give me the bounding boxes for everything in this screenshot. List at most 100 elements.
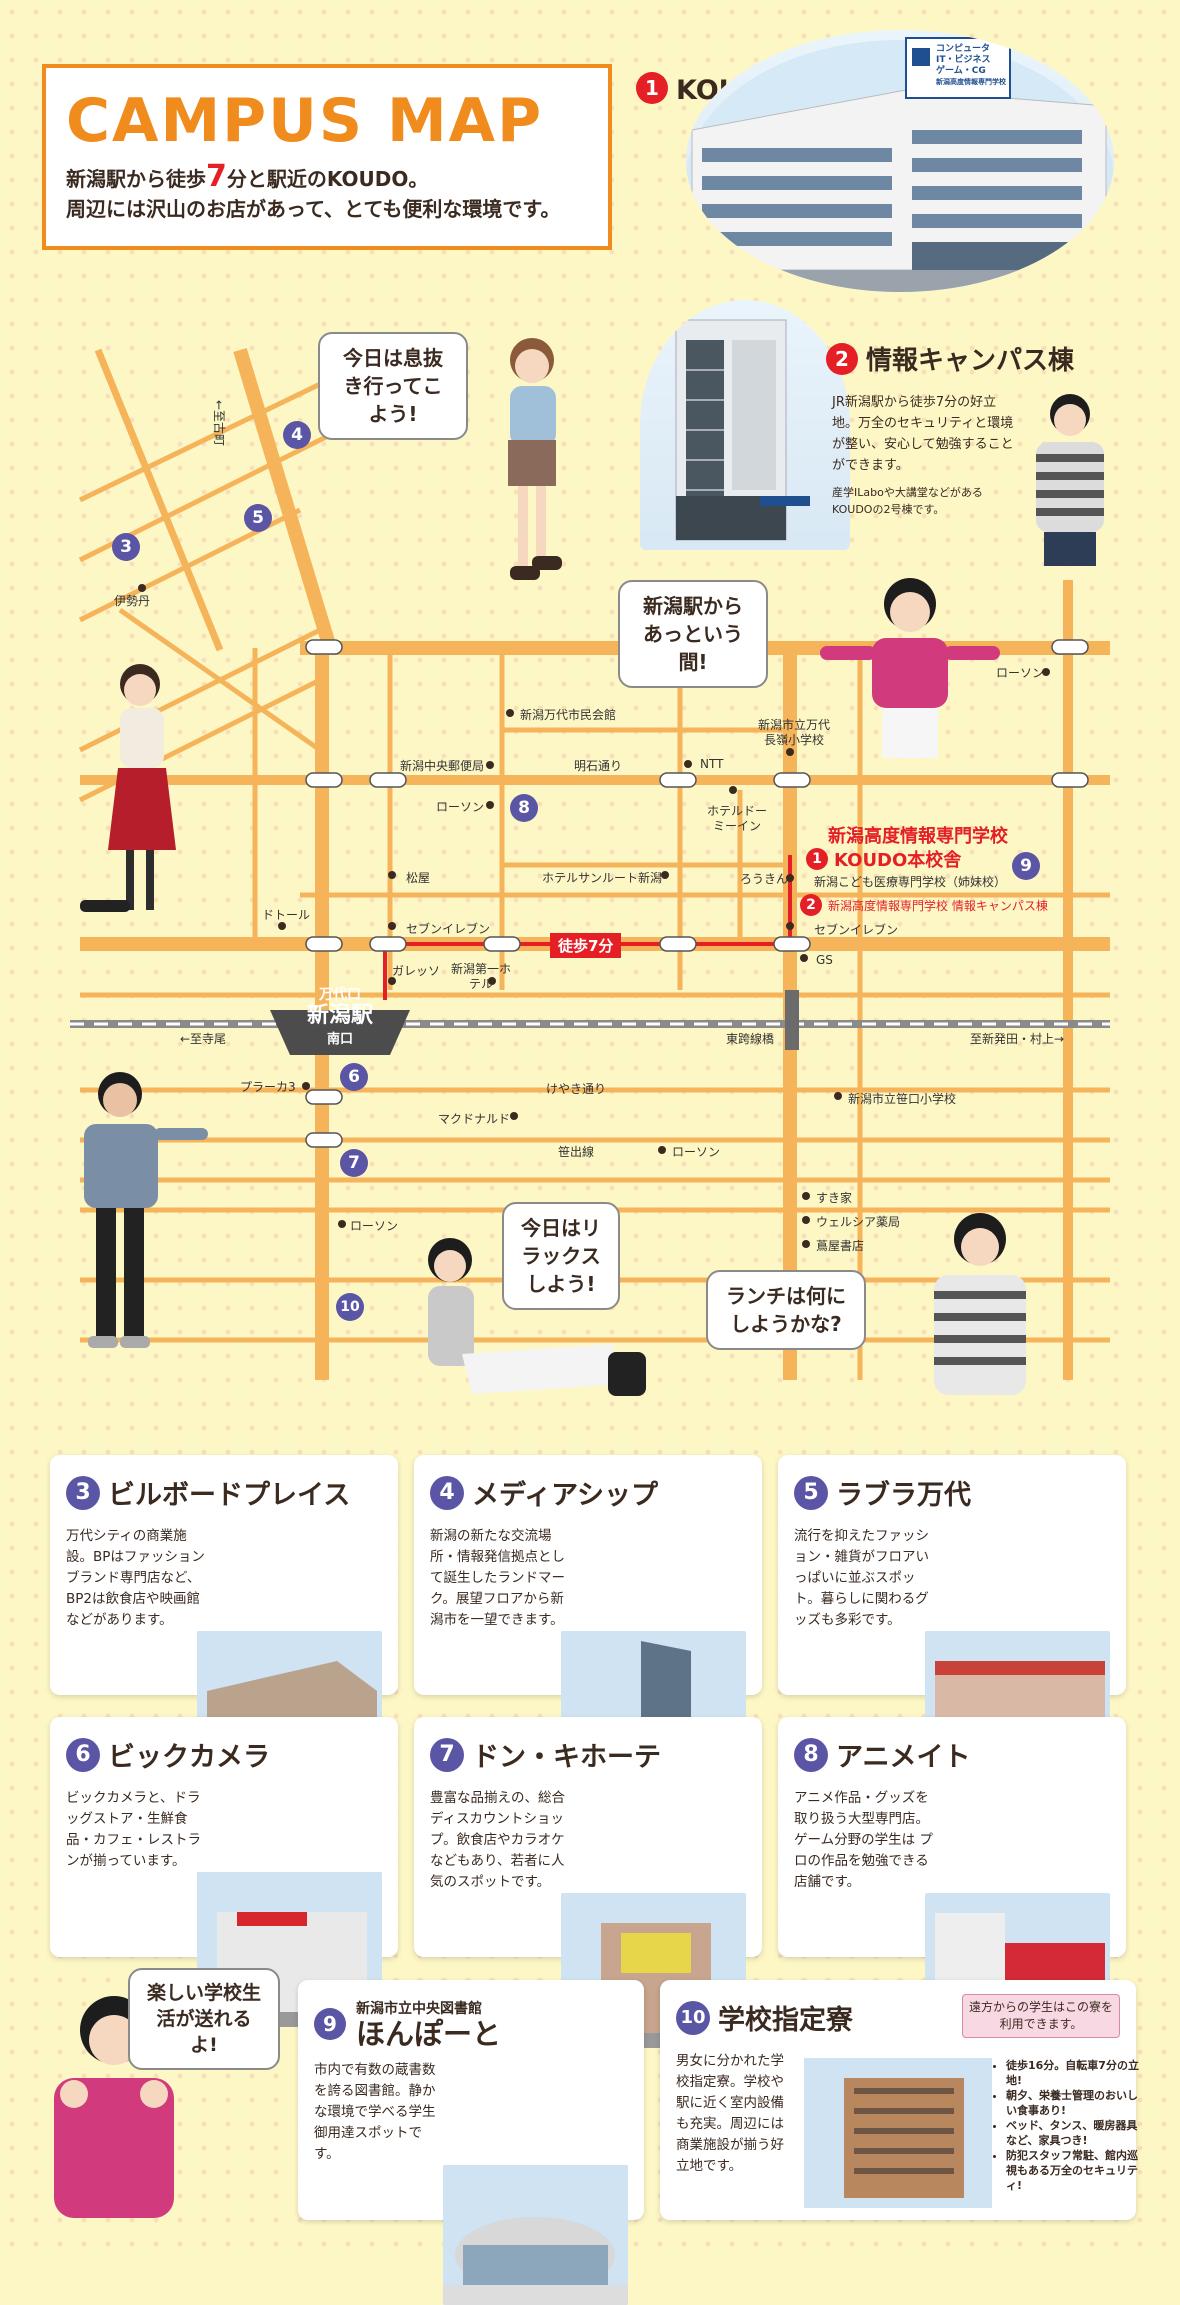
line1-post: 分と駅近のKOUDO。 xyxy=(226,167,429,191)
map-marker-3[interactable]: 3 xyxy=(112,533,140,561)
label-to-teradomari: ←至寺尾 xyxy=(180,1032,227,1046)
label-seven-1: セブンイレブン xyxy=(406,922,491,936)
label-doutor: ドトール xyxy=(262,908,311,922)
walk-7-min-badge: 徒歩7分 xyxy=(550,933,622,958)
label-bandai-hall: 新潟万代市民会館 xyxy=(520,708,617,722)
card-name: ドン・キホーテ xyxy=(472,1742,661,1773)
page-title: CAMPUS MAP xyxy=(66,86,544,156)
label-sukiya: すき家 xyxy=(816,1191,853,1205)
label-keyaki: けやき通り xyxy=(546,1082,607,1096)
label-lawson-1: ローソン xyxy=(996,666,1045,680)
station-bottom: 南口 xyxy=(326,1032,353,1047)
sign-line: ゲーム・CG xyxy=(936,66,986,76)
label-seven-2: セブンイレブン xyxy=(814,923,899,937)
map-marker-8[interactable]: 8 xyxy=(510,794,538,822)
label-to-koide: ←至古町 xyxy=(212,400,226,447)
label-bandai-elem: 新潟市立万代長嶺小学校 xyxy=(757,718,830,747)
map-marker-7[interactable]: 7 xyxy=(340,1149,368,1177)
label-akashi-st: 明石通り xyxy=(574,759,623,773)
label-garretsu: ガレッソ xyxy=(392,964,441,978)
student-girl-sitting xyxy=(428,1238,646,1396)
map-main-campus: 1 KOUDO本校舎 xyxy=(806,846,961,872)
bubble-fun-school-life: 楽しい学校生活が送れるよ! xyxy=(128,1968,280,2070)
main-campus-photo: コンピュータ IT・ビジネス ゲーム・CG 新潟高度情報専門学校 xyxy=(686,30,1114,292)
map-marker-5[interactable]: 5 xyxy=(244,504,272,532)
dorm-point: ベッド、タンス、暖房器具など、家具つき! xyxy=(1006,2118,1142,2148)
card-num: 9 xyxy=(314,2008,346,2040)
student-boy-striped xyxy=(1036,394,1104,566)
map-marker-4[interactable]: 4 xyxy=(283,421,311,449)
card-title: 7 ドン・キホーテ xyxy=(430,1735,746,1774)
label-to-shibata: 至新発田・村上→ xyxy=(970,1032,1065,1046)
poi-dots xyxy=(138,584,1050,1248)
header-line1: 新潟駅から徒歩7分と駅近のKOUDO。 xyxy=(66,162,588,194)
info-campus-building xyxy=(675,319,810,541)
sign-line: IT・ビジネス xyxy=(936,55,991,65)
card-animate[interactable]: 8 アニメイト アニメ作品・グッズを取り扱う大型専門店。ゲーム分野の学生は プロの… xyxy=(778,1717,1126,2048)
station-top: 万代口 xyxy=(319,987,361,1003)
student-girl-pink xyxy=(820,578,1000,758)
label-sasade: 笹出線 xyxy=(558,1145,595,1159)
card-num: 7 xyxy=(430,1737,464,1772)
label-lawson-3: ローソン xyxy=(672,1145,721,1159)
library-sub: 新潟市立中央図書館 xyxy=(356,2001,482,2017)
label-mcdonalds: マクドナルド xyxy=(438,1112,511,1126)
card-name: 学校指定寮 xyxy=(718,2005,853,2036)
label-gs: GS xyxy=(816,953,833,967)
map-campus-1-num: 1 xyxy=(806,848,828,870)
card-title: 8 アニメイト xyxy=(794,1735,1110,1774)
sign-line: コンピュータ xyxy=(936,44,991,54)
info-campus-heading: 2 情報キャンパス棟 xyxy=(826,340,1074,377)
map-marker-9[interactable]: 9 xyxy=(1012,852,1040,880)
map-marker-6[interactable]: 6 xyxy=(340,1063,368,1091)
bubble-lunch: ランチは何にしようかな? xyxy=(706,1270,866,1350)
card-library[interactable]: 9 新潟市立中央図書館 ほんぽーと 市内で有数の蔵書数を誇る図書館。静かな環境で… xyxy=(298,1980,644,2305)
line1-pre: 新潟駅から徒歩 xyxy=(66,167,206,191)
label-sasaguchi-elem: 新潟市立笹口小学校 xyxy=(848,1092,957,1106)
label-matsuya: 松屋 xyxy=(406,871,431,885)
label-hotel-sunroute: ホテルサンルート新潟 xyxy=(542,871,663,885)
card-name: ビックカメラ xyxy=(108,1742,270,1773)
header-line2: 周辺には沢山のお店があって、とても便利な環境です。 xyxy=(66,197,561,221)
info-campus-num: 2 xyxy=(826,342,858,375)
label-ntt: NTT xyxy=(700,757,724,771)
dorm-point: 朝夕、栄養士管理のおいしい食事あり! xyxy=(1006,2088,1142,2118)
card-desc: アニメ作品・グッズを取り扱う大型専門店。ゲーム分野の学生は プロの作品を勉強でき… xyxy=(794,1790,933,1890)
label-niigata-daiichi: 新潟第一ホテル xyxy=(450,962,511,991)
student-boy-denim xyxy=(84,1072,208,1348)
label-tsutaya: 蔦屋書店 xyxy=(816,1239,865,1253)
bridge-marker xyxy=(785,990,799,1050)
dorm-photo xyxy=(804,2058,992,2208)
map-info-campus: 2 新潟高度情報専門学校 情報キャンパス棟 xyxy=(800,894,1048,916)
dorm-point: 防犯スタッフ常駐、館内巡視もある万全のセキュリティ! xyxy=(1006,2148,1142,2193)
card-name: メディアシップ xyxy=(472,1480,659,1511)
label-isetan: 伊勢丹 xyxy=(114,594,151,608)
info-campus-name: 情報キャンパス棟 xyxy=(866,346,1075,376)
card-num: 8 xyxy=(794,1737,828,1772)
dorm-badge: 遠方からの学生はこの寮を利用できます。 xyxy=(962,1994,1120,2038)
sign-line: 新潟高度情報専門学校 xyxy=(936,78,1006,86)
label-rokin: ろうきん xyxy=(740,872,789,886)
station-sign: 万代口 新潟駅 南口 xyxy=(268,984,412,1047)
map-school-name: 新潟高度情報専門学校 xyxy=(828,826,1008,847)
station-block xyxy=(270,1010,410,1055)
card-num: 3 xyxy=(66,1475,100,1510)
map-marker-10[interactable]: 10 xyxy=(336,1293,364,1321)
library-photo xyxy=(443,2165,628,2305)
student-girl-thinking xyxy=(934,1213,1026,1395)
card-desc: 市内で有数の蔵書数を誇る図書館。静かな環境で学べる学生御用達スポットです。 xyxy=(314,2062,436,2162)
card-name: ラブラ万代 xyxy=(836,1480,971,1511)
card-desc: ビックカメラと、ドラッグストア・生鮮食品・カフェ・レストランが揃っています。 xyxy=(66,1790,201,1869)
library-name: ほんぽーと xyxy=(356,2017,502,2051)
card-name: アニメイト xyxy=(836,1742,971,1773)
